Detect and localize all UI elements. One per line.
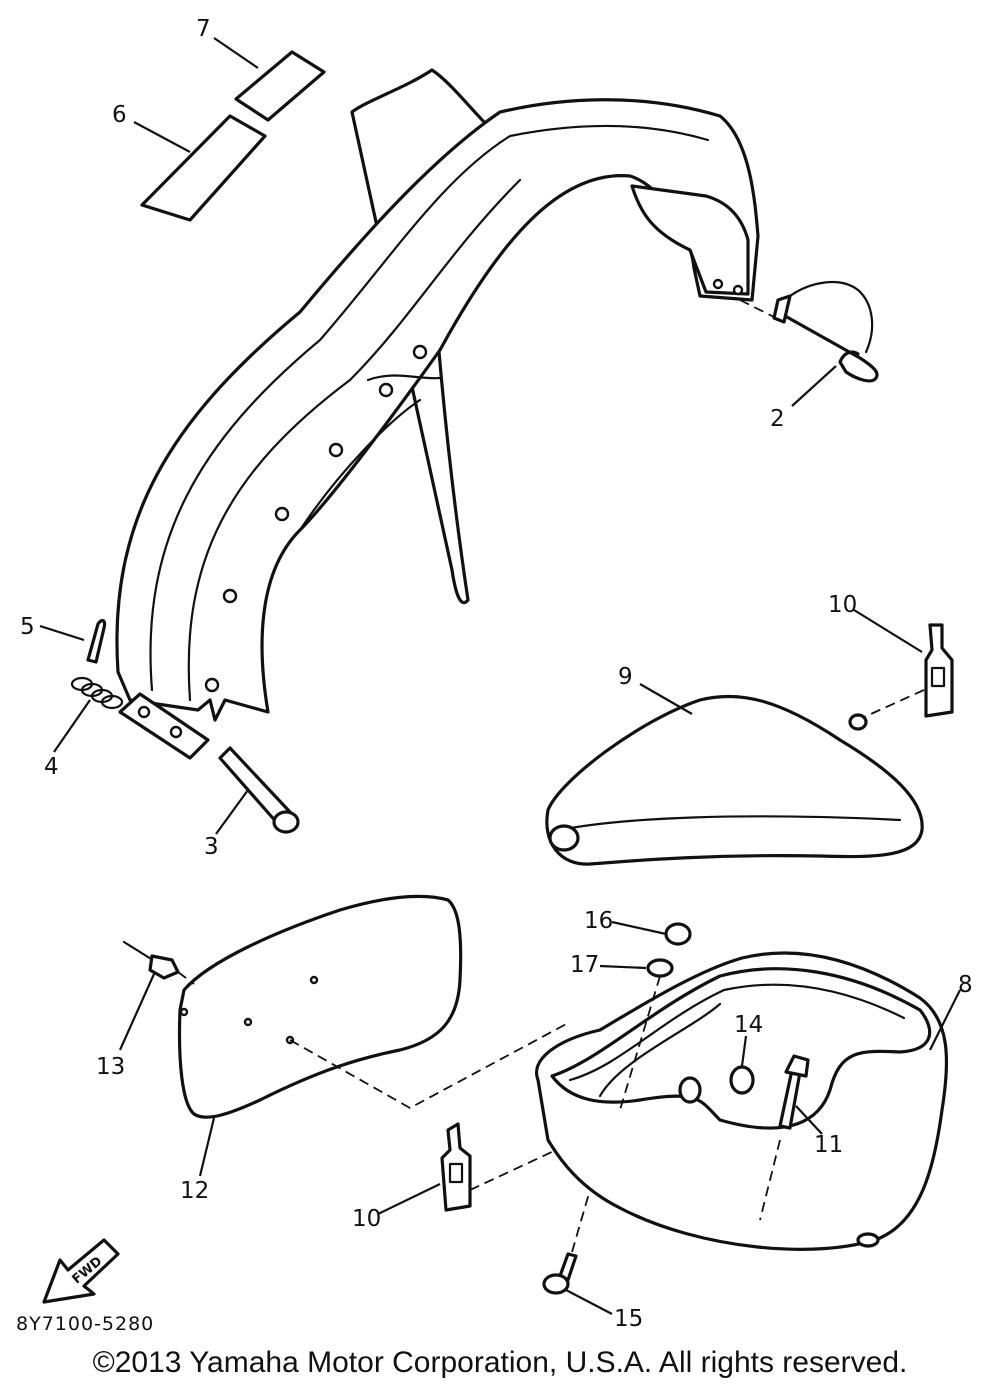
tray-port <box>729 1065 755 1095</box>
callout-number: 15 <box>614 1306 643 1332</box>
bolt-part-11 <box>778 1054 810 1130</box>
spring-part-4 <box>70 676 124 710</box>
clip-part-5 <box>86 618 107 664</box>
decal-part-7 <box>234 50 326 122</box>
bracket-part-10-top <box>924 623 954 718</box>
callout-number: 7 <box>196 16 211 42</box>
rivet-hole <box>712 278 724 290</box>
tray-foot <box>856 1232 880 1248</box>
chain-case-arch <box>298 398 422 532</box>
grommet <box>848 713 868 731</box>
side-cover-part-9 <box>545 694 924 866</box>
bolt-part-3 <box>218 746 300 834</box>
side-cover-edge <box>558 815 902 832</box>
dash-line <box>571 1189 591 1253</box>
bracket-part-10-bottom <box>440 1122 472 1212</box>
chain-case-cover <box>115 98 760 722</box>
dash-line <box>289 1021 571 1110</box>
leader-lines <box>39 37 961 1315</box>
rivet-hole <box>274 506 290 522</box>
grommet <box>548 824 580 852</box>
callout-number: 6 <box>112 102 127 128</box>
callout-labels: 7 6 2 5 4 3 10 9 16 17 8 14 13 11 12 10 … <box>20 16 973 1332</box>
callout-number: 10 <box>828 592 857 618</box>
dash-line <box>759 1139 781 1221</box>
dash-line <box>177 971 195 985</box>
rivet-hole <box>412 344 428 360</box>
dash-line <box>861 689 925 719</box>
tray-rim <box>550 967 932 1130</box>
callout-number: 12 <box>180 1178 209 1204</box>
hinge-hole <box>137 705 151 719</box>
rivet-hole <box>378 382 394 398</box>
chain-case-notch <box>630 184 750 296</box>
drawing-code: 8Y7100-5280 <box>16 1313 154 1335</box>
side-cover-part-12 <box>177 894 463 1119</box>
tray-port <box>678 1076 702 1104</box>
callout-number: 14 <box>734 1012 763 1038</box>
dash-line <box>469 1149 557 1191</box>
callout-number: 13 <box>96 1054 125 1080</box>
forward-arrow-icon: FWD <box>42 1238 120 1304</box>
rivet-hole <box>732 284 744 296</box>
callout-number: 3 <box>204 834 219 860</box>
decal-part-6 <box>140 114 267 222</box>
chain-case-inner-rim <box>149 124 710 692</box>
callout-number: 17 <box>570 952 599 978</box>
tray-floor <box>598 1002 722 1098</box>
rivet-hole <box>222 588 238 604</box>
tray-inner-rim <box>568 983 906 1082</box>
copyright-notice: ©2013 Yamaha Motor Corporation, U.S.A. A… <box>92 1346 908 1379</box>
callout-number: 16 <box>584 908 613 934</box>
dash-line <box>739 299 777 319</box>
callout-number: 9 <box>618 664 633 690</box>
mount-hole <box>179 1007 189 1017</box>
rivet-hole <box>204 677 220 693</box>
callout-number: 5 <box>20 614 35 640</box>
callout-number: 4 <box>44 754 59 780</box>
rivet-hole <box>328 442 344 458</box>
hinge-hole <box>169 725 183 739</box>
bolt-part-15 <box>542 1252 578 1295</box>
mount-hole <box>309 975 319 985</box>
mount-hole <box>243 1017 253 1027</box>
chain-case-upper-fold <box>366 374 442 382</box>
dash-line <box>619 975 661 1111</box>
callout-number: 11 <box>814 1132 843 1158</box>
nut-part-16 <box>664 922 692 946</box>
callout-number: 2 <box>770 406 785 432</box>
washer-part-17 <box>646 958 674 978</box>
pin-part-13 <box>122 940 180 980</box>
callout-number: 10 <box>352 1206 381 1232</box>
latch-part-2 <box>772 281 879 383</box>
chain-case-inner-rim-2 <box>187 178 522 702</box>
callout-number: 8 <box>958 972 973 998</box>
